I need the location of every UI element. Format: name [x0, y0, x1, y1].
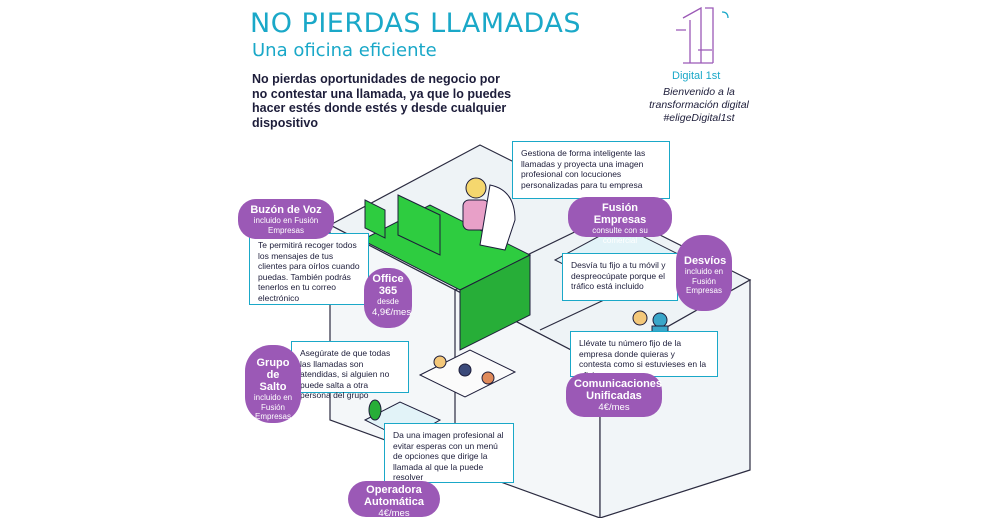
operadora-description: Da una imagen profesional al evitar espe…	[384, 423, 514, 483]
operadora-title: Operadora Automática	[364, 484, 424, 508]
grupo-label: Grupo de Salto incluido en Fusión Empres…	[245, 345, 301, 423]
brand-tag-line-3: #eligeDigital1st	[663, 112, 735, 124]
brand-tagline: Bienvenido a la transformación digital #…	[640, 86, 758, 125]
buzon-label: Buzón de Voz incluido en Fusión Empresas	[238, 199, 334, 239]
grupo-sub: incluido en Fusión Empresas	[253, 393, 293, 421]
grupo-description: Asegúrate de que todas las llamadas son …	[291, 341, 409, 400]
desvios-description: Desvía tu fijo a tu móvil y despreocúpat…	[562, 253, 678, 301]
lead-text: No pierdas oportunidades de negocio por …	[252, 72, 512, 130]
office-sub: desde	[377, 297, 399, 306]
desvios-title: Desvíos	[684, 255, 727, 267]
office-label: Office 365 desde 4,9€/mes	[364, 268, 412, 328]
page-title: NO PIERDAS LLAMADAS	[250, 8, 581, 39]
sofa-person-2	[458, 363, 472, 377]
page-subtitle: Una oficina eficiente	[252, 40, 437, 61]
person-right-head	[652, 312, 668, 328]
comunicaciones-title: Comunicaciones Unificadas	[574, 378, 663, 402]
desk-side	[459, 254, 531, 351]
desvios-label: Desvíos incluido en Fusión Empresas	[676, 235, 732, 311]
fusion-description: Gestiona de forma inteligente las llamad…	[512, 141, 670, 199]
sofa-person-3	[481, 371, 495, 385]
comunicaciones-description: Llévate tu número fijo de la empresa don…	[570, 331, 718, 380]
brand-tag-line-2: transformación digital	[649, 99, 749, 111]
plant	[368, 399, 382, 421]
operadora-label: Operadora Automática 4€/mes	[348, 481, 440, 519]
fusion-title: Fusión Empresas	[593, 202, 647, 226]
grupo-title: Grupo de Salto	[256, 357, 290, 393]
sofa-person-1	[433, 355, 447, 369]
monitor-2	[364, 199, 386, 239]
comunicaciones-price: 4€/mes	[598, 402, 630, 413]
digital-1st-logo	[676, 6, 729, 64]
buzon-title: Buzón de Voz	[250, 204, 322, 216]
chair	[479, 184, 516, 251]
monitor	[397, 194, 441, 256]
brand-name: Digital 1st	[672, 70, 721, 82]
brand-tag-line-1: Bienvenido a la	[663, 86, 735, 98]
office-price: 4,9€/mes	[372, 306, 412, 318]
buzon-description: Te permitirá recoger todos los mensajes …	[249, 233, 369, 305]
operadora-price: 4€/mes	[378, 508, 410, 519]
office-title: Office 365	[372, 273, 404, 297]
person-right-head-2	[632, 310, 648, 326]
desvios-sub: incluido en Fusión Empresas	[684, 267, 724, 295]
person-head	[465, 177, 487, 199]
fusion-sub: consulte con su comercial	[592, 226, 648, 245]
comunicaciones-label: Comunicaciones Unificadas 4€/mes	[566, 373, 662, 417]
fusion-label: Fusión Empresas consulte con su comercia…	[568, 197, 672, 245]
buzon-sub: incluido en Fusión Empresas	[253, 216, 319, 235]
